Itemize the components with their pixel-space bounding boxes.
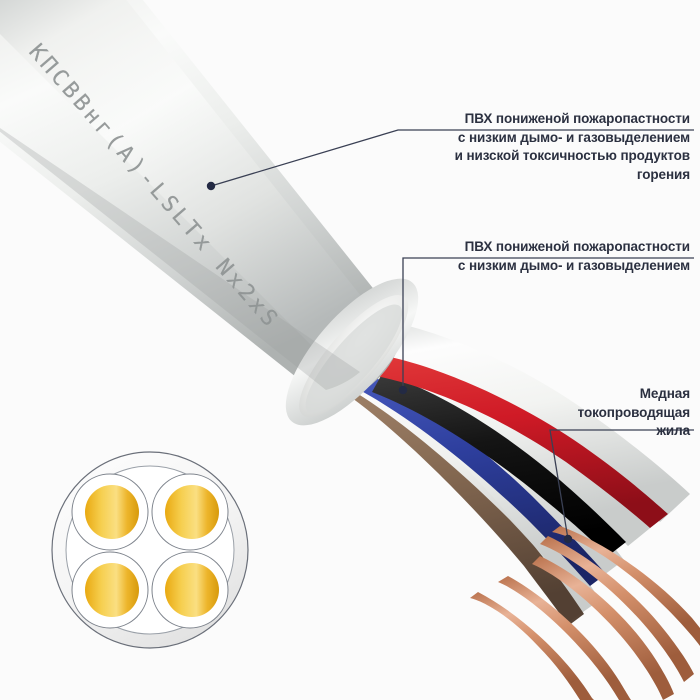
leader-dots [206, 181, 573, 544]
copper-conductor-annotation-text: Медная токопроводящая жила [577, 386, 690, 438]
wire-bundle [330, 315, 700, 700]
conductor-copper-core [85, 563, 139, 617]
outer-sheath-annotation-text: ПВХ пониженой пожаропастности с низким д… [454, 111, 690, 182]
conductor-copper-core [165, 563, 219, 617]
jacket-bore-shadow [305, 304, 403, 414]
cross-section-conductor-blue [71, 473, 149, 551]
copper-conductors [470, 526, 700, 700]
cross-section-conductor-black [151, 551, 229, 629]
wire-brown-stripe [352, 382, 584, 626]
leader-dot-copper [563, 534, 573, 544]
leader-line-jacket [210, 129, 694, 187]
wire-blue-stripe [344, 366, 606, 586]
leader-dot-jacket [206, 181, 216, 191]
jacket-cut-end [285, 278, 419, 426]
copper-strand-5 [470, 592, 594, 700]
conductor-copper-core [165, 485, 219, 539]
conductor-copper-core [85, 485, 139, 539]
cross-section-conductor-brown [71, 551, 149, 629]
leader-line-copper [549, 429, 694, 540]
leader-dot-insulation [398, 385, 408, 395]
core-insulation-annotation-text: ПВХ пониженой пожаропастности с низким д… [457, 239, 690, 273]
copper-strand-1 [540, 536, 694, 682]
cross-section-conductor-red [151, 473, 229, 551]
copper-strand-2 [532, 556, 674, 700]
leader-line-insulation [402, 257, 694, 390]
cable-jacket [0, 0, 419, 426]
jacket-underside-shadow [0, 128, 360, 390]
copper-strand-4 [498, 576, 631, 700]
cable-cross-section [51, 451, 249, 649]
wire-black-stripe [372, 374, 626, 556]
leader-lines [210, 129, 694, 540]
jacket-highlight [0, 0, 372, 352]
